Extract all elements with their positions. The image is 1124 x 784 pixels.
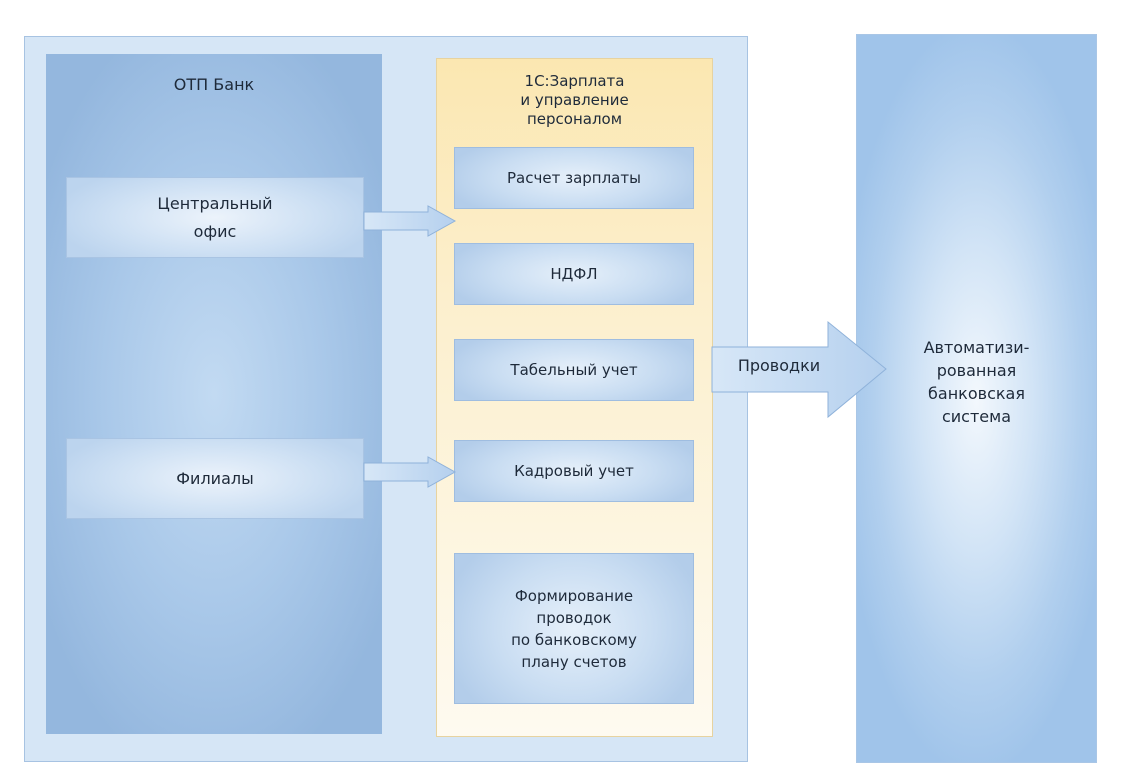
- module-payroll-label: Расчет зарплаты: [507, 169, 641, 187]
- module-timesheet: Табельный учет: [454, 339, 694, 401]
- module-postings-formation-label: Формирование проводок по банковскому пла…: [511, 586, 637, 671]
- module-postings-formation: Формирование проводок по банковскому пла…: [454, 553, 694, 704]
- abs-label: Автоматизи- рованная банковская система: [923, 338, 1030, 426]
- arrow-branches-to-1c: [363, 456, 457, 488]
- module-hr: Кадровый учет: [454, 440, 694, 502]
- branches-label: Филиалы: [176, 468, 254, 488]
- postings-arrow-label: Проводки: [737, 356, 821, 375]
- branches-box: Филиалы: [66, 438, 364, 519]
- module-hr-label: Кадровый учет: [514, 462, 634, 480]
- arrow-central-to-1c: [363, 205, 457, 237]
- module-ndfl: НДФЛ: [454, 243, 694, 305]
- bank-panel: [46, 54, 382, 734]
- abs-panel: [856, 34, 1097, 763]
- module-ndfl-label: НДФЛ: [550, 265, 598, 283]
- central-office-label: Центральный офис: [157, 193, 273, 241]
- module-timesheet-label: Табельный учет: [510, 361, 638, 379]
- bank-title: ОТП Банк: [173, 75, 255, 94]
- module-payroll: Расчет зарплаты: [454, 147, 694, 209]
- system-1c-title: 1С:Зарплата и управление персоналом: [520, 72, 629, 128]
- arrow-postings-to-abs: [711, 320, 887, 419]
